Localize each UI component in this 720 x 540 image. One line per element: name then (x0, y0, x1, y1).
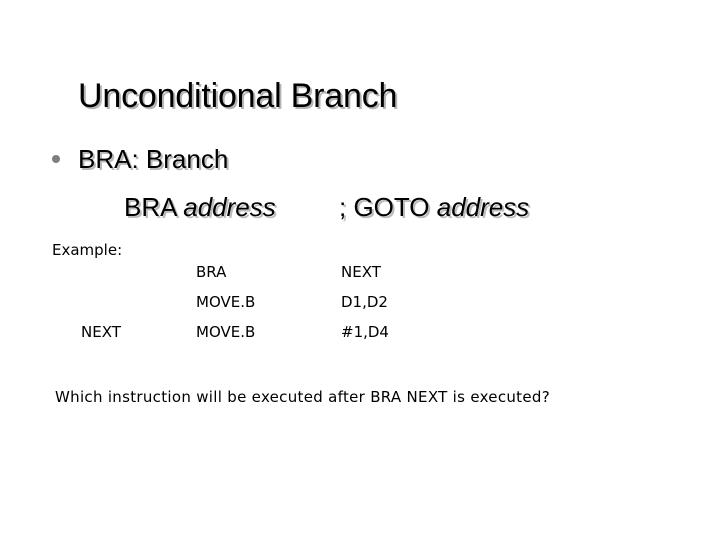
bullet-dot-icon (52, 155, 60, 163)
syntax-comment-operand: address (436, 192, 530, 222)
syntax-instruction: BRA address (124, 191, 276, 223)
syntax-comment-text: ; GOTO (339, 192, 437, 222)
table-row: BRA NEXT (0, 262, 720, 292)
code-operand-cell: #1,D4 (341, 323, 389, 341)
syntax-mnemonic-text: BRA (124, 192, 184, 222)
code-mnemonic-cell: BRA (196, 263, 227, 281)
bullet-item: BRA: Branch (52, 143, 228, 175)
table-row: NEXT MOVE.B #1,D4 (0, 322, 720, 352)
code-mnemonic-cell: MOVE.B (196, 293, 256, 311)
bullet-item-label: BRA: Branch (78, 144, 229, 174)
table-row: MOVE.B D1,D2 (0, 292, 720, 322)
question-text: Which instruction will be executed after… (55, 388, 550, 406)
example-label: Example: (52, 241, 123, 259)
syntax-line: BRA address ; GOTO address (0, 191, 720, 225)
code-operand-cell: D1,D2 (341, 293, 388, 311)
syntax-mnemonic-operand: address (183, 192, 276, 222)
example-code-table: BRA NEXT MOVE.B D1,D2 NEXT MOVE.B #1,D4 (0, 262, 720, 352)
code-label-cell: NEXT (81, 323, 121, 341)
page-title: Unconditional Branch (78, 77, 398, 115)
code-operand-cell: NEXT (341, 263, 381, 281)
code-mnemonic-cell: MOVE.B (196, 323, 256, 341)
syntax-comment: ; GOTO address (339, 191, 529, 223)
